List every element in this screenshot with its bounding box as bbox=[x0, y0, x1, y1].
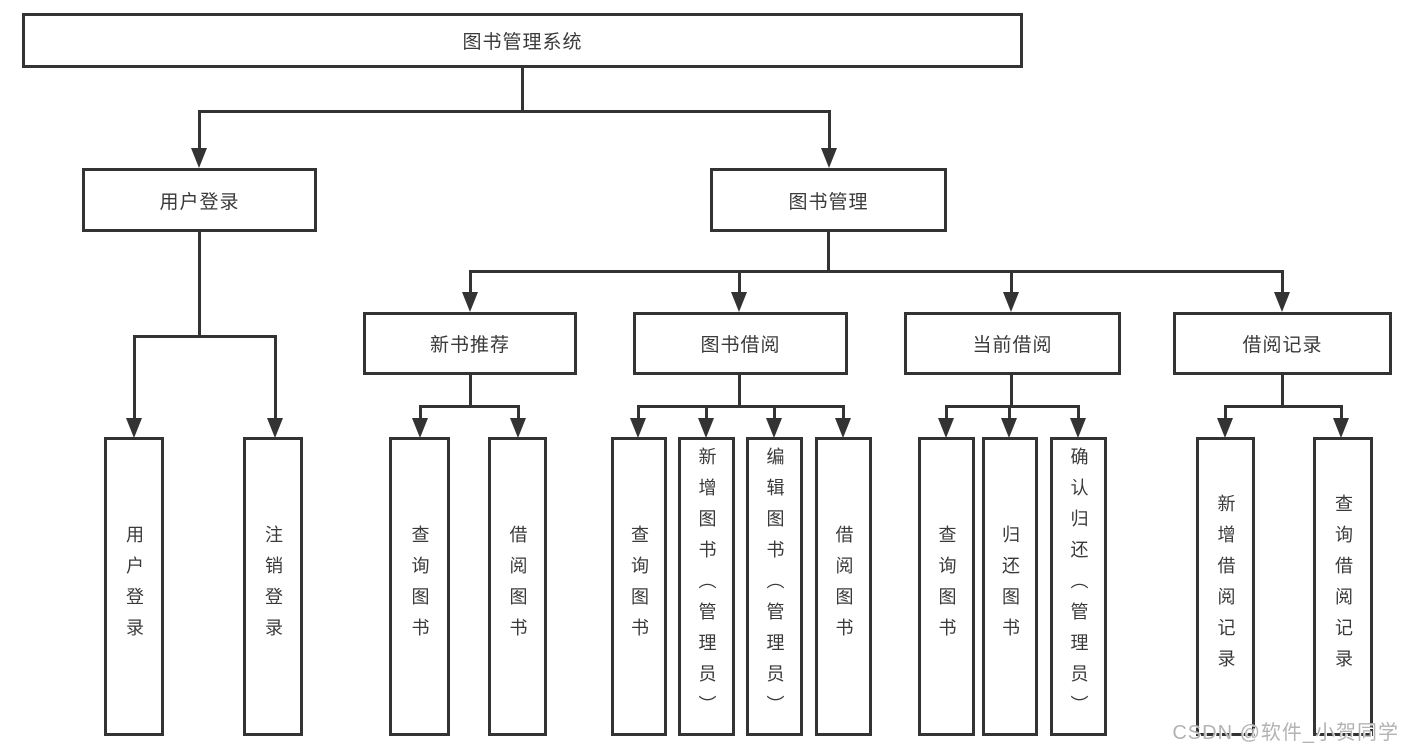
arrowhead-icon bbox=[1001, 418, 1017, 438]
arrowhead-icon bbox=[731, 292, 747, 312]
connector-line bbox=[1077, 405, 1080, 420]
node-book-management-label: 图书管理 bbox=[788, 191, 869, 213]
arrowhead-icon bbox=[1070, 418, 1086, 438]
node-current-borrow: 当前借阅 bbox=[904, 312, 1121, 375]
arrowhead-icon bbox=[412, 418, 428, 438]
arrowhead-icon bbox=[1333, 418, 1349, 438]
node-book-management: 图书管理 bbox=[710, 168, 947, 232]
connector-line bbox=[945, 405, 1080, 408]
arrowhead-icon bbox=[267, 418, 283, 438]
node-new-book-recommend-label: 新书推荐 bbox=[429, 335, 510, 356]
node-new-book-recommend: 新书推荐 bbox=[363, 312, 577, 375]
node-current-borrow-label: 当前借阅 bbox=[972, 335, 1053, 356]
connector-line bbox=[637, 405, 845, 408]
connector-line bbox=[705, 405, 708, 420]
connector-line bbox=[828, 110, 831, 150]
connector-line bbox=[521, 68, 524, 112]
connector-line bbox=[637, 405, 640, 420]
connector-line bbox=[198, 110, 831, 113]
arrowhead-icon bbox=[766, 418, 782, 438]
leaf-query-books-label: 查询图书 bbox=[629, 524, 649, 649]
connector-line bbox=[469, 270, 472, 294]
leaf-add-book-admin: 新增图书（管理员） bbox=[678, 437, 735, 736]
connector-line bbox=[419, 405, 422, 420]
leaf-query-books-label: 查询图书 bbox=[936, 524, 957, 649]
connector-line bbox=[133, 335, 136, 420]
arrowhead-icon bbox=[126, 418, 142, 438]
leaf-query-borrow-record: 查询借阅记录 bbox=[1313, 437, 1373, 736]
arrowhead-icon bbox=[462, 292, 478, 312]
node-library-system-label: 图书管理系统 bbox=[462, 32, 583, 53]
arrowhead-icon bbox=[835, 418, 851, 438]
leaf-return-book-label: 归还图书 bbox=[1000, 524, 1020, 649]
leaf-add-borrow-record-label: 新增借阅记录 bbox=[1215, 493, 1236, 680]
leaf-query-borrow-record-label: 查询借阅记录 bbox=[1333, 493, 1353, 680]
connector-line bbox=[1224, 405, 1343, 408]
leaf-logout-label: 注销登录 bbox=[263, 524, 283, 649]
arrowhead-icon bbox=[510, 418, 526, 438]
node-book-borrow-label: 图书借阅 bbox=[700, 335, 781, 356]
connector-line bbox=[198, 110, 201, 150]
node-borrow-records-label: 借阅记录 bbox=[1242, 335, 1323, 356]
connector-line bbox=[738, 270, 741, 294]
leaf-query-books-label: 查询图书 bbox=[409, 524, 430, 649]
node-book-borrow: 图书借阅 bbox=[633, 312, 848, 375]
node-borrow-records: 借阅记录 bbox=[1173, 312, 1392, 375]
leaf-user-login: 用户登录 bbox=[104, 437, 164, 736]
connector-line bbox=[1008, 405, 1011, 420]
leaf-borrow-books-2: 借阅图书 bbox=[815, 437, 872, 736]
connector-line bbox=[517, 405, 520, 420]
node-user-login: 用户登录 bbox=[82, 168, 317, 232]
connector-line bbox=[469, 270, 1284, 273]
watermark: CSDN @软件_小贺同学 bbox=[1172, 722, 1399, 744]
arrowhead-icon bbox=[1274, 292, 1290, 312]
leaf-edit-book-admin-label: 编辑图书（管理员） bbox=[764, 447, 785, 726]
leaf-logout: 注销登录 bbox=[243, 437, 303, 736]
leaf-query-books-2: 查询图书 bbox=[611, 437, 667, 736]
connector-line bbox=[469, 375, 472, 408]
arrowhead-icon bbox=[1003, 292, 1019, 312]
connector-line bbox=[198, 232, 201, 337]
connector-line bbox=[1224, 405, 1227, 420]
leaf-borrow-books-label: 借阅图书 bbox=[833, 524, 854, 649]
arrowhead-icon bbox=[698, 418, 714, 438]
leaf-borrow-books-label: 借阅图书 bbox=[507, 524, 528, 649]
leaf-query-books-1: 查询图书 bbox=[389, 437, 450, 736]
leaf-confirm-return-admin-label: 确认归还（管理员） bbox=[1068, 447, 1089, 726]
connector-line bbox=[1010, 375, 1013, 408]
connector-line bbox=[842, 405, 845, 420]
connector-line bbox=[1010, 270, 1013, 294]
connector-line bbox=[419, 405, 520, 408]
leaf-user-login-label: 用户登录 bbox=[124, 524, 144, 649]
leaf-edit-book-admin: 编辑图书（管理员） bbox=[746, 437, 803, 736]
arrowhead-icon bbox=[630, 418, 646, 438]
arrowhead-icon bbox=[191, 148, 207, 168]
leaf-add-borrow-record: 新增借阅记录 bbox=[1196, 437, 1255, 736]
connector-line bbox=[1340, 405, 1343, 420]
node-library-system: 图书管理系统 bbox=[22, 13, 1023, 68]
connector-line bbox=[1281, 375, 1284, 408]
arrowhead-icon bbox=[938, 418, 954, 438]
connector-line bbox=[827, 232, 830, 272]
leaf-borrow-books-1: 借阅图书 bbox=[488, 437, 547, 736]
connector-line bbox=[1281, 270, 1284, 294]
connector-line bbox=[274, 335, 277, 420]
leaf-confirm-return-admin: 确认归还（管理员） bbox=[1050, 437, 1107, 736]
connector-line bbox=[133, 335, 277, 338]
leaf-add-book-admin-label: 新增图书（管理员） bbox=[696, 447, 717, 726]
connector-line bbox=[738, 375, 741, 408]
connector-line bbox=[945, 405, 948, 420]
arrowhead-icon bbox=[1217, 418, 1233, 438]
node-user-login-label: 用户登录 bbox=[159, 191, 240, 213]
arrowhead-icon bbox=[821, 148, 837, 168]
connector-line bbox=[773, 405, 776, 420]
leaf-return-book: 归还图书 bbox=[982, 437, 1038, 736]
leaf-query-books-3: 查询图书 bbox=[918, 437, 975, 736]
